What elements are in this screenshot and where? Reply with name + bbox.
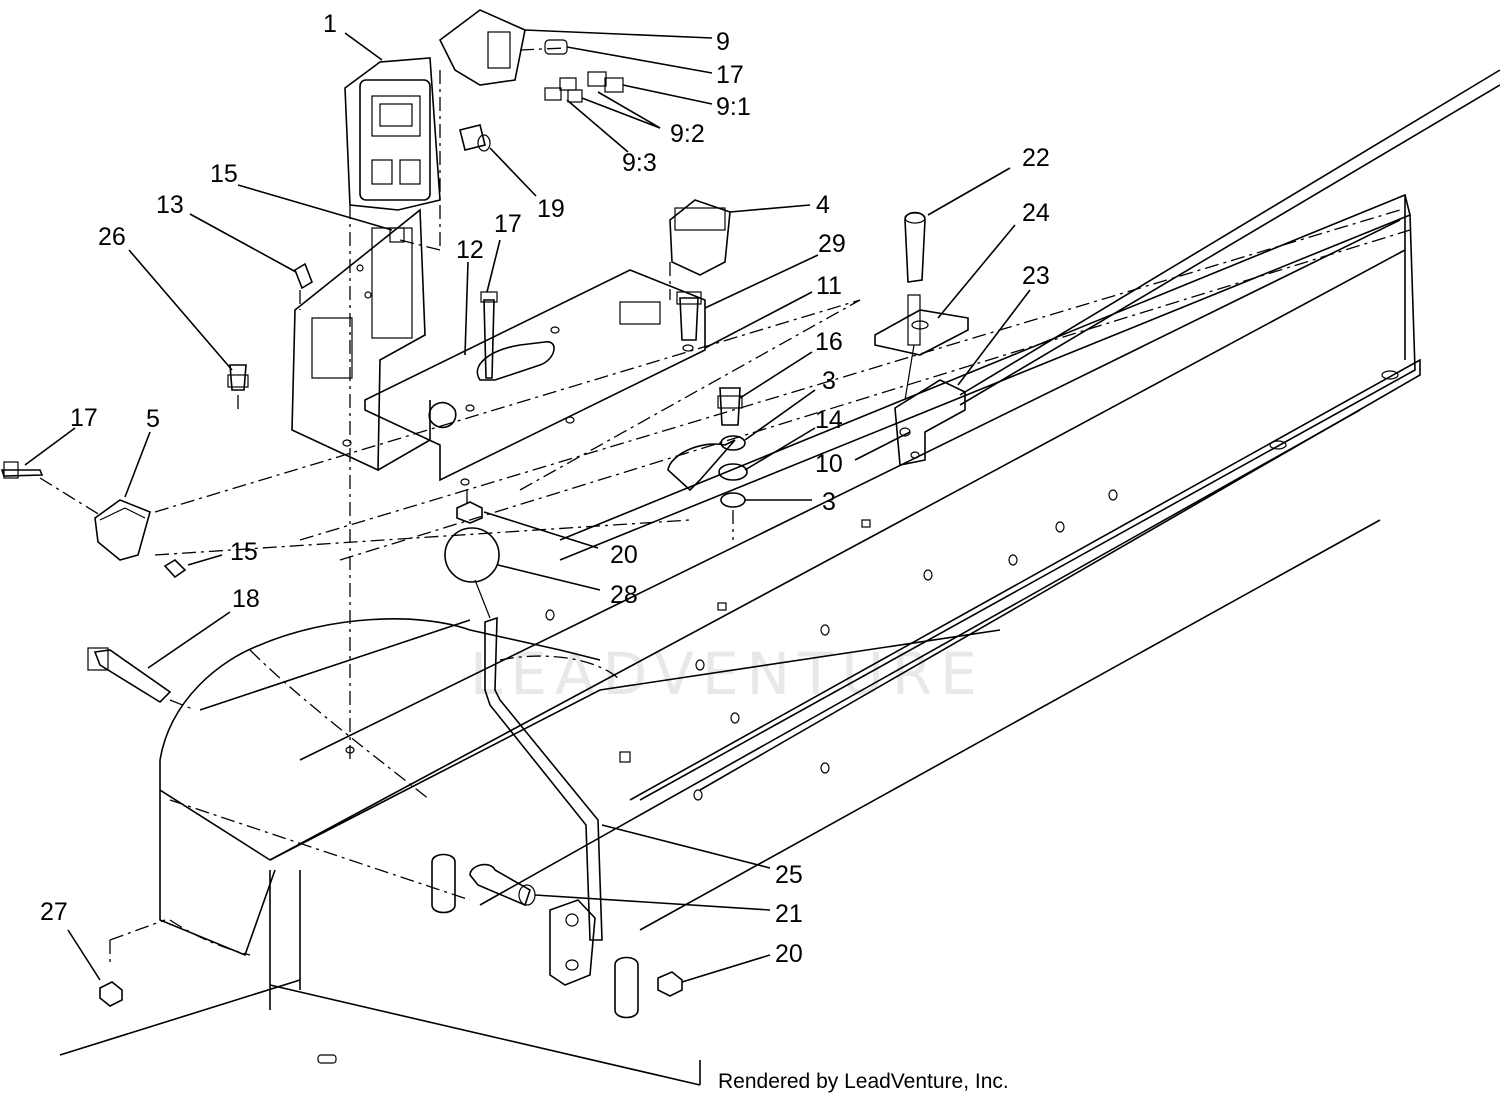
washers-and-latch	[667, 435, 748, 540]
label-1: 1	[323, 10, 337, 38]
label-9-2: 9:2	[670, 120, 705, 148]
clip-part	[294, 262, 313, 310]
mounting-plate	[364, 269, 861, 491]
label-9: 9	[716, 28, 730, 56]
label-13: 13	[156, 191, 184, 219]
leader-lines	[24, 29, 1031, 983]
label-20-bottom: 20	[775, 940, 803, 968]
label-11: 11	[816, 272, 842, 300]
label-20-top: 20	[610, 541, 638, 569]
wire-connector	[438, 9, 624, 103]
frame-rail	[59, 69, 1500, 1086]
label-15-bottom: 15	[230, 538, 258, 566]
label-9-3: 9:3	[622, 149, 657, 177]
shift-lever	[444, 490, 603, 941]
label-14: 14	[815, 406, 843, 434]
label-27: 27	[40, 898, 68, 926]
label-17-mid: 17	[494, 210, 522, 238]
watermark: LEADVENTURE	[470, 640, 985, 708]
throttle-assembly	[874, 211, 969, 466]
control-module	[344, 57, 441, 760]
label-19: 19	[537, 195, 565, 223]
label-12: 12	[456, 236, 484, 264]
label-15-top: 15	[210, 160, 238, 188]
label-10: 10	[815, 450, 843, 478]
label-16: 16	[815, 328, 843, 356]
label-25: 25	[775, 861, 803, 889]
label-23: 23	[1022, 262, 1050, 290]
label-24: 24	[1022, 199, 1050, 227]
label-9-1: 9:1	[716, 93, 751, 121]
label-17-top: 17	[716, 61, 744, 89]
long-bolt	[87, 647, 196, 711]
mounting-bracket	[291, 208, 431, 472]
lower-pivot	[99, 853, 683, 1019]
switch-part	[94, 299, 861, 561]
label-26: 26	[98, 223, 126, 251]
footer-credit: Rendered by LeadVenture, Inc.	[718, 1070, 1009, 1093]
label-22: 22	[1022, 144, 1050, 172]
pin-part	[459, 124, 491, 152]
part-labels: 1 9 17 9:1 9:2 9:3 19 15 13 26 12 17 4 2…	[40, 10, 1050, 968]
label-29: 29	[818, 230, 846, 258]
nut-part	[163, 558, 187, 579]
label-5: 5	[146, 405, 160, 433]
relay	[669, 199, 731, 300]
label-21: 21	[775, 900, 803, 928]
label-4: 4	[816, 191, 830, 219]
label-28: 28	[610, 581, 638, 609]
label-3-bottom: 3	[822, 488, 836, 516]
label-3-top: 3	[822, 367, 836, 395]
bolts	[0, 291, 743, 516]
label-17-left: 17	[70, 404, 98, 432]
label-18: 18	[232, 585, 260, 613]
deck-cover	[109, 618, 1001, 1010]
